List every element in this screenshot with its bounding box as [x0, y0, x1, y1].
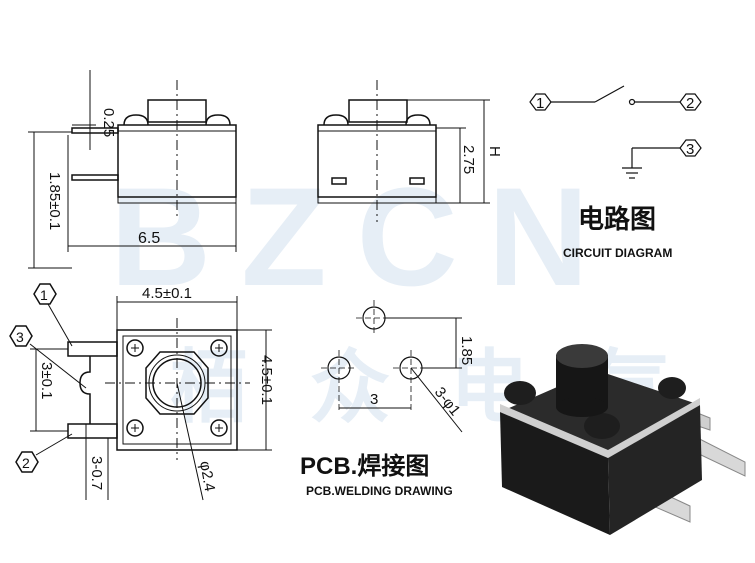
metal-cover-edge [500, 398, 700, 458]
side-stem [348, 99, 408, 123]
circuit-pin-1-label: 1 [536, 95, 544, 112]
switch-lever [594, 85, 625, 103]
front-bump-left [123, 114, 149, 126]
switch-contact [628, 98, 636, 106]
pin-callout-2 [15, 451, 39, 473]
corner-bump [210, 339, 228, 357]
dim-top-width: 4.5±0.1 [142, 285, 192, 302]
corner-bump-3d [658, 377, 686, 399]
leader-line [176, 382, 204, 501]
pin-marker-1 [529, 93, 552, 111]
circuit-title-cn: 电路图 [578, 204, 656, 234]
top-pin-1-label: 1 [40, 287, 48, 303]
leader-line [410, 367, 463, 433]
circuit-title-en: CIRCUIT DIAGRAM [563, 246, 672, 260]
watermark-latin: BZCN [110, 158, 619, 315]
circuit-pin-3-label: 3 [686, 141, 694, 158]
top-stem-octagon [145, 351, 209, 415]
body-side [608, 405, 702, 535]
dim-lead-length: 1.85±0.1 [46, 172, 63, 230]
pcb-layout [321, 300, 463, 433]
front-lead-bottom [71, 174, 119, 181]
top-lead-1 [67, 341, 118, 357]
dim-top-height: 4.5±0.1 [258, 355, 275, 405]
corner-bump [126, 419, 144, 437]
top-lead-2 [67, 423, 118, 439]
pcb-title-en: PCB.WELDING DRAWING [306, 484, 453, 498]
side-bump-right [405, 114, 431, 126]
top-body-outer [116, 329, 238, 451]
top-view [9, 283, 272, 501]
dim-col-spacing: 3 [370, 391, 378, 408]
dim-lead-thickness: 0.25 [100, 108, 117, 137]
body-front [500, 412, 610, 535]
dim-lead-width: 3-0.7 [88, 456, 105, 490]
top-pin-3-label: 3 [16, 329, 24, 345]
switch-3d-render [500, 344, 746, 535]
dim-pin-pitch: 3±0.1 [38, 362, 55, 399]
pin-callout-3 [9, 325, 33, 347]
corner-bump-3d [584, 413, 620, 439]
pin-marker-2 [679, 93, 702, 111]
button-top [556, 344, 608, 368]
dim-body-width: 6.5 [138, 230, 160, 247]
corner-bump [126, 339, 144, 357]
circuit-pin-2-label: 2 [686, 95, 694, 112]
dim-total-height: H [486, 146, 503, 157]
leader-line [29, 343, 87, 389]
front-bump-right [205, 114, 231, 126]
pin-marker-3 [679, 139, 702, 157]
front-view [28, 70, 237, 269]
side-view [317, 80, 490, 222]
top-lead-3 [79, 356, 91, 424]
pin-callout-1 [33, 283, 57, 305]
front-lead-top [71, 127, 119, 134]
side-slot-left [331, 177, 347, 185]
pcb-title-cn: PCB.焊接图 [300, 453, 429, 480]
corner-bump [210, 419, 228, 437]
top-pin-2-label: 2 [22, 455, 30, 471]
circuit-diagram [529, 85, 702, 179]
side-bump-left [323, 114, 349, 126]
side-slot-right [409, 177, 425, 185]
leader-line [35, 433, 73, 456]
dim-button-dia: φ2.4 [196, 460, 218, 493]
leader-line [47, 303, 73, 347]
dim-stem-height: 2.75 [460, 145, 477, 174]
button-stem-base [556, 397, 608, 417]
corner-bump-3d [504, 381, 536, 405]
dim-row-spacing: 1.85 [458, 336, 475, 365]
